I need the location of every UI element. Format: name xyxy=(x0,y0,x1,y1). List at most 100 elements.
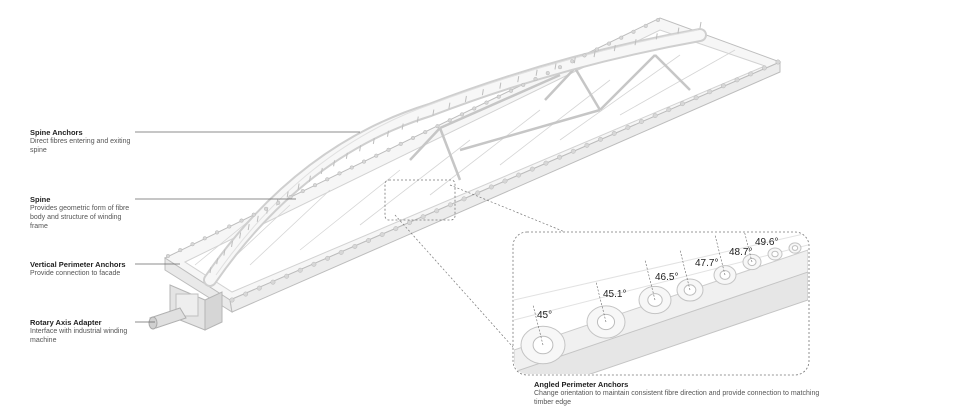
spine-anchor-tooth xyxy=(554,63,557,70)
spine-anchor-tooth xyxy=(573,57,576,64)
label-desc: Interface with industrial winding machin… xyxy=(30,328,128,344)
rim-anchor-dot xyxy=(349,165,354,170)
rim-anchor-dot xyxy=(312,183,318,188)
rim-anchor-dot xyxy=(325,177,330,182)
label-desc: Direct fibres entering and exiting spine xyxy=(30,138,131,154)
label-title: Rotary Axis Adapter xyxy=(30,318,102,327)
rim-anchor-dot xyxy=(300,189,305,194)
spine-anchor-tooth xyxy=(499,82,502,89)
angle-label: 45° xyxy=(537,310,552,321)
label-title: Vertical Perimeter Anchors xyxy=(30,260,126,269)
rim-anchor-dot xyxy=(655,17,661,23)
anchor-disc-hole xyxy=(791,245,799,251)
spine-anchor-tooth xyxy=(239,232,242,239)
rim-anchor-dot xyxy=(693,95,699,101)
spine-anchor-tooth xyxy=(432,109,435,116)
rotary-axis-adapter xyxy=(148,284,223,331)
detail-caption: Angled Perimeter Anchors Change orientat… xyxy=(534,380,834,407)
rim-anchor-dot xyxy=(461,196,467,202)
angle-label: 48.7° xyxy=(729,247,752,258)
spine-anchor-tooth xyxy=(320,167,323,175)
spine-arch xyxy=(203,21,707,287)
rim-anchor-dot xyxy=(311,261,317,267)
rim-anchor-dot xyxy=(227,224,232,229)
rim-anchor-dot xyxy=(352,244,358,249)
rim-anchor-dot xyxy=(459,112,465,117)
spine-anchor-tooth xyxy=(247,223,250,231)
rim-anchor-dot xyxy=(288,194,293,200)
spine-anchor-tooth xyxy=(223,249,226,256)
rim-anchor-dot xyxy=(263,206,269,211)
rim-anchor-dot xyxy=(543,160,549,166)
spine-anchor-tooth xyxy=(655,33,658,40)
spine-anchor-tooth xyxy=(333,160,336,167)
rim-anchor-dot xyxy=(748,71,754,77)
angle-label: 49.6° xyxy=(755,237,778,248)
rim-anchor-dot xyxy=(420,214,426,220)
rim-anchor-dot xyxy=(598,136,603,142)
rim-anchor-dot xyxy=(502,178,508,184)
spine-anchor-tooth xyxy=(517,76,520,83)
angle-label: 45.1° xyxy=(603,289,626,300)
label-vertical-perimeter-anchors: Vertical Perimeter Anchors Provide conne… xyxy=(30,260,135,278)
rim-anchor-dot xyxy=(488,184,494,190)
label-title: Spine xyxy=(30,195,51,204)
rim-anchor-dot xyxy=(652,113,658,119)
rim-anchor-dot xyxy=(720,83,726,89)
rim-anchor-dot xyxy=(570,59,575,64)
rim-anchor-dot xyxy=(521,82,526,87)
spine-anchor-tooth xyxy=(401,123,404,130)
spine-anchor-tooth xyxy=(359,145,362,152)
rim-anchor-dot xyxy=(178,248,183,253)
rim-anchor-dot xyxy=(229,297,235,303)
rim-anchor-dot xyxy=(584,142,590,148)
rim-anchor-dot xyxy=(410,135,416,141)
spine-anchor-tooth xyxy=(387,130,389,137)
detail-view: 45°45.1°46.5°47.7°48.7°49.6° xyxy=(514,233,808,374)
rim-anchor-dot xyxy=(582,53,587,58)
rim-anchor-dot xyxy=(639,119,644,124)
rim-anchor-dot xyxy=(533,76,538,82)
spine-anchor-tooth xyxy=(481,89,484,96)
spine-anchor-tooth xyxy=(256,215,259,222)
rim-anchor-dot xyxy=(256,285,262,291)
spine-anchor-tooth xyxy=(699,21,702,29)
spine-anchor-tooth xyxy=(209,266,212,274)
rim-anchor-dot xyxy=(379,232,385,238)
spine-anchor-tooth xyxy=(613,45,616,52)
rim-anchor-dot xyxy=(516,172,522,178)
rim-anchor-dot xyxy=(361,159,367,164)
rim-anchor-dot xyxy=(545,71,550,76)
rim-anchor-dot xyxy=(284,273,290,279)
label-spine: Spine Provides geometric form of fibre b… xyxy=(30,195,135,231)
label-title: Spine Anchors xyxy=(30,128,83,137)
rim-anchor-dot xyxy=(276,200,281,205)
rim-anchor-dot xyxy=(619,35,624,40)
rim-anchor-dot xyxy=(366,238,371,243)
rim-anchor-dot xyxy=(761,65,767,71)
rim-anchor-dot xyxy=(270,279,276,285)
label-rotary-axis-adapter: Rotary Axis Adapter Interface with indus… xyxy=(30,318,135,345)
label-desc: Provide connection to facade xyxy=(30,270,121,277)
rim-anchor-dot xyxy=(557,154,563,160)
rim-anchor-dot xyxy=(680,101,685,107)
rim-anchor-dot xyxy=(611,130,617,136)
spine-anchor-tooth xyxy=(297,183,300,190)
rim-anchor-dot xyxy=(508,88,514,93)
rim-anchor-dot xyxy=(435,124,440,129)
rim-anchor-dot xyxy=(165,253,171,259)
rim-anchor-dot xyxy=(423,130,428,135)
spine-anchor-tooth xyxy=(216,258,219,265)
detail-desc: Change orientation to maintain consisten… xyxy=(534,390,820,406)
spine-anchor-tooth xyxy=(345,152,348,159)
rim-anchor-dot xyxy=(393,226,399,232)
rim-anchor-dot xyxy=(666,107,672,113)
spine-anchor-tooth xyxy=(677,27,680,34)
spine-anchor-tooth xyxy=(634,39,637,46)
rim-anchor-dot xyxy=(631,29,636,34)
rim-anchor-dot xyxy=(594,47,599,52)
anchor-disc-hole xyxy=(771,250,779,258)
rim-anchor-dot xyxy=(407,220,412,226)
label-spine-anchors: Spine Anchors Direct fibres entering and… xyxy=(30,128,135,155)
